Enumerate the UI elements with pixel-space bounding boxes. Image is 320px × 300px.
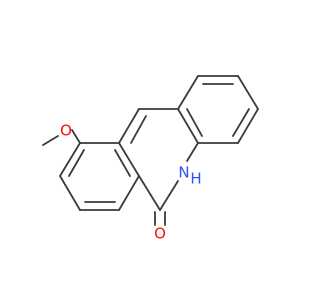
bond [138,175,161,211]
nitrogen-hydrogen-label: H [190,170,201,188]
bond [237,75,259,110]
bond [177,108,199,144]
bond [118,142,140,177]
carbonyl-group [154,211,166,226]
bond-to-nitrogen [186,142,199,162]
bond [59,142,81,177]
structure-drawing: O N H O [42,75,259,243]
bond [118,108,140,144]
bond [59,175,81,211]
double-bond-inner [114,149,131,177]
nitrogen-label: N [178,164,189,182]
bond-to-methoxy-oxygen [71,129,81,144]
middle-lactam-ring [118,108,199,211]
right-benzene-ring [177,75,259,144]
left-benzene-ring [59,142,140,211]
double-bond-inner [232,108,250,137]
molecule-canvas: O N H O [42,75,259,243]
methoxy-oxygen-label: O [60,122,72,140]
methyl-bond [42,135,59,146]
methoxy-group [42,129,81,146]
bond [177,75,199,110]
bond-to-nitrogen [159,180,179,211]
double-bond-inner [130,115,147,144]
double-bond-inner [68,149,85,177]
bond [118,175,140,211]
bond [237,108,259,144]
carbonyl-oxygen-label: O [154,225,166,243]
double-bond-inner [186,108,203,137]
